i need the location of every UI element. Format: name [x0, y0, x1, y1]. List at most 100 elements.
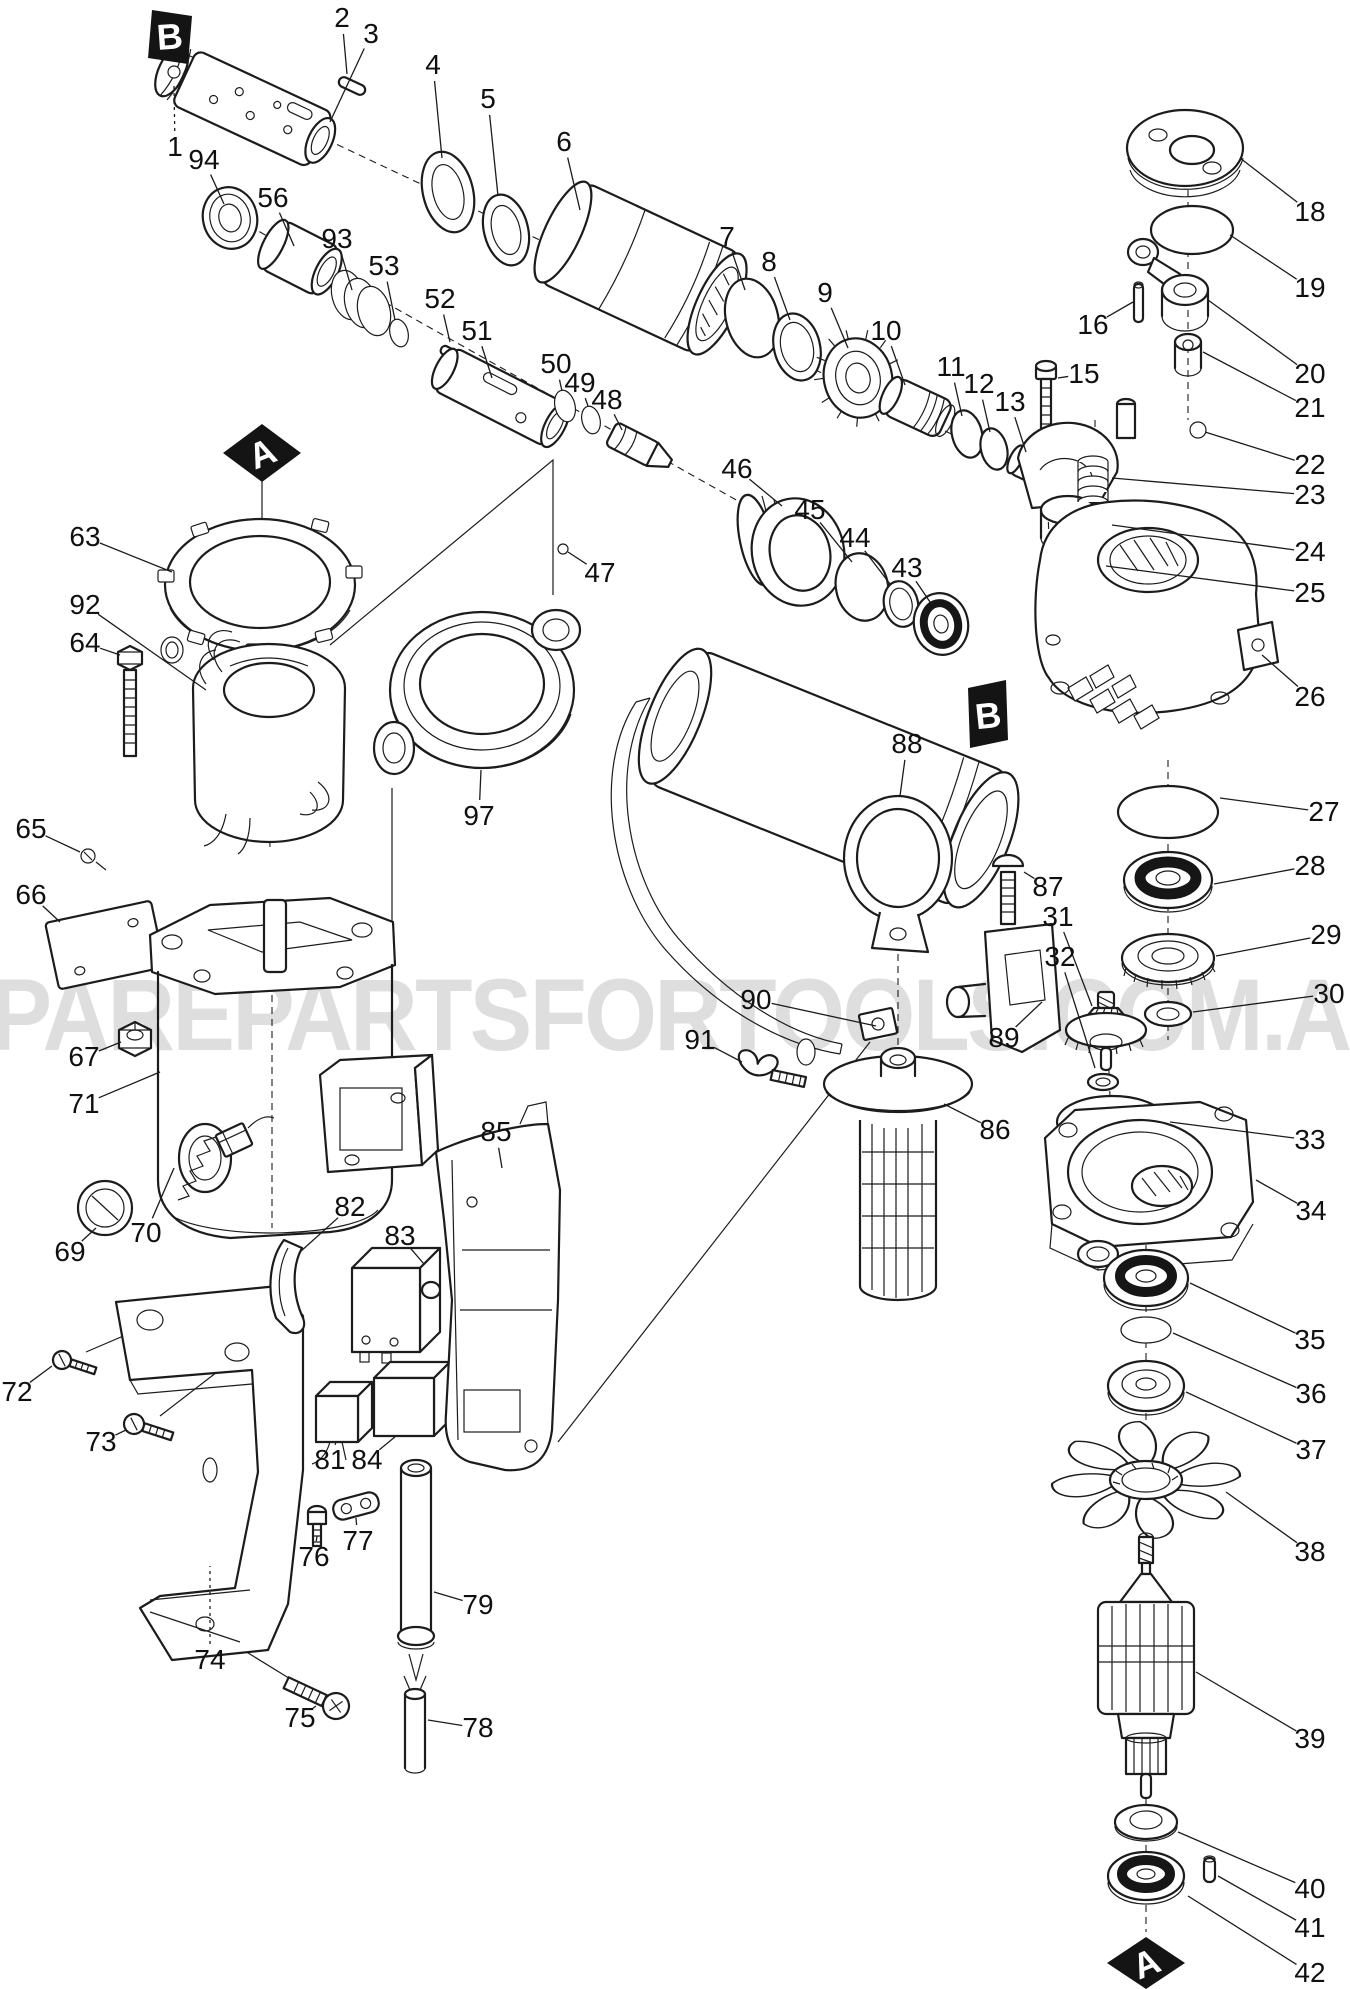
part-label-10: 10 [870, 315, 901, 346]
leader-line-64 [99, 647, 121, 656]
part-label-87: 87 [1032, 871, 1063, 902]
leader-line-10 [890, 345, 906, 386]
spindle-piece-10 [878, 375, 956, 437]
leader-line-76 [315, 1535, 318, 1542]
part-label-26: 26 [1294, 681, 1325, 712]
leader-line-50 [558, 379, 563, 392]
leader-line-69 [81, 1227, 97, 1242]
piston-cup-7 [723, 277, 781, 359]
bearing-37 [1106, 1359, 1186, 1416]
bearing-28 [1122, 850, 1214, 913]
leader-line-82 [299, 1217, 339, 1253]
part-label-43: 43 [891, 552, 922, 583]
bearing-42 [1106, 1850, 1186, 1905]
leader-line-8 [773, 276, 791, 321]
washer-30 [1143, 1000, 1193, 1028]
ring-5 [481, 193, 531, 267]
leader-line-73 [115, 1429, 127, 1436]
part-label-89: 89 [988, 1022, 1019, 1053]
part-label-32: 32 [1044, 941, 1075, 972]
block-81 [311, 1380, 374, 1465]
section-marker-a-mid: A [223, 424, 301, 482]
disc-19 [1149, 204, 1235, 256]
part-label-12: 12 [963, 368, 994, 399]
leader-line-21 [1202, 351, 1297, 402]
washer-50 [553, 389, 577, 423]
part-label-84: 84 [351, 1444, 382, 1475]
part-label-25: 25 [1294, 577, 1325, 608]
part-label-2: 2 [334, 2, 350, 33]
holder-89 [857, 922, 1062, 1054]
leader-line-43 [915, 580, 931, 603]
part-label-79: 79 [462, 1589, 493, 1620]
leader-line-41 [1217, 1875, 1297, 1921]
leader-line-29 [1215, 937, 1311, 957]
handle-shell-85 [434, 1101, 562, 1472]
part-label-73: 73 [85, 1426, 116, 1457]
leader-line-71 [98, 1071, 161, 1099]
leader-line-38 [1225, 1491, 1298, 1544]
part-label-74: 74 [194, 1644, 225, 1675]
part-label-35: 35 [1294, 1324, 1325, 1355]
part-label-66: 66 [15, 879, 46, 910]
part-label-9: 9 [817, 277, 833, 308]
part-label-38: 38 [1294, 1536, 1325, 1567]
collar-46 [736, 493, 846, 607]
side-handle-rod [610, 697, 843, 1055]
leader-line-32 [1064, 972, 1096, 1069]
tool-holder-barrel [154, 44, 337, 167]
leader-line-2 [342, 33, 348, 75]
ratchet-29 [1120, 932, 1216, 990]
part-label-41: 41 [1294, 1912, 1325, 1943]
leader-line-18 [1239, 157, 1298, 203]
part-label-72: 72 [1, 1376, 32, 1407]
leader-line-19 [1229, 234, 1298, 280]
ring-8 [772, 312, 822, 382]
part-label-33: 33 [1294, 1124, 1325, 1155]
detent-ball-1 [167, 65, 181, 79]
leader-line-65 [45, 835, 81, 853]
part-label-92: 92 [69, 589, 100, 620]
leader-line-37 [1185, 1391, 1297, 1444]
leader-line-66 [42, 905, 61, 923]
leader-line-34 [1255, 1179, 1298, 1204]
part-label-63: 63 [69, 521, 100, 552]
leader-line-42 [1187, 1895, 1297, 1966]
part-label-28: 28 [1294, 850, 1325, 881]
grip-base-disc [822, 1046, 974, 1114]
part-label-40: 40 [1294, 1873, 1325, 1904]
connecting-rod-20 [1126, 237, 1210, 332]
part-label-42: 42 [1294, 1957, 1325, 1988]
leader-line-12 [981, 399, 991, 433]
part-label-75: 75 [284, 1702, 315, 1733]
leader-line-20 [1207, 299, 1298, 366]
screw-75 [282, 1676, 351, 1721]
ring-4 [420, 150, 476, 234]
part-label-93: 93 [321, 223, 352, 254]
key-2 [337, 76, 367, 96]
leader-line-93 [340, 254, 353, 291]
leader-line-91 [713, 1046, 743, 1063]
leader-line-31 [1063, 931, 1093, 1007]
part-label-82: 82 [334, 1191, 365, 1222]
leader-line-7 [731, 251, 746, 291]
part-label-34: 34 [1295, 1195, 1326, 1226]
part-label-91: 91 [684, 1024, 715, 1055]
leader-line-53 [386, 281, 396, 321]
part-label-48: 48 [591, 384, 622, 415]
leader-line-23 [1111, 477, 1295, 495]
wing-bolt-91 [737, 1038, 816, 1088]
retainer-56 [257, 218, 343, 296]
seal-94 [201, 186, 259, 250]
leader-line-46 [748, 478, 783, 507]
bearing-43 [912, 592, 970, 656]
part-label-67: 67 [68, 1041, 99, 1072]
leader-line-89 [1015, 1001, 1043, 1028]
part-label-23: 23 [1294, 479, 1325, 510]
part-label-3: 3 [363, 18, 379, 49]
part-label-19: 19 [1294, 272, 1325, 303]
part-label-81: 81 [314, 1444, 345, 1475]
clamp-ring-88 [842, 794, 954, 954]
leader-line-97 [479, 769, 482, 801]
leader-line-1 [173, 85, 176, 132]
